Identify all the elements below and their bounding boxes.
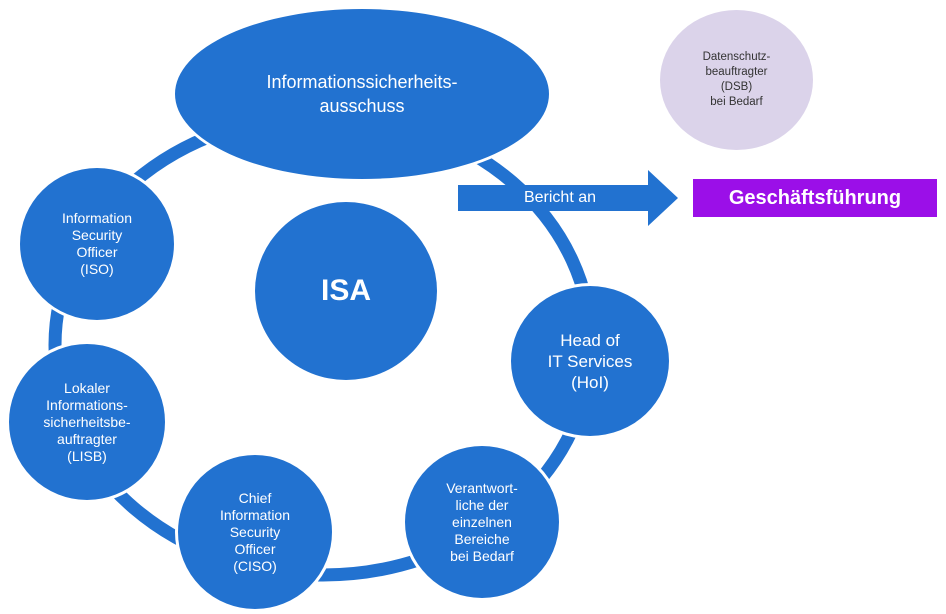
ciso-node: Chief Information Security Officer (CISO… <box>175 452 335 612</box>
committee-label-line-2: ausschuss <box>319 96 405 116</box>
iso-node: Information Security Officer (ISO) <box>17 165 177 323</box>
hoi-label-line-1: Head of <box>560 330 620 350</box>
isa-label: ISA <box>320 274 371 307</box>
hoi-label-line-3: (HoI) <box>571 372 609 392</box>
ciso-label-line-5: (CISO) <box>233 557 277 574</box>
lisb-label-line-1: Lokaler <box>64 379 110 396</box>
report-arrow <box>458 170 678 226</box>
ciso-label-line-4: Officer <box>234 540 276 557</box>
lisb-label-line-4: auftragter <box>57 430 117 447</box>
management-box: Geschäftsführung <box>693 179 937 217</box>
hoi-label-line-2: IT Services <box>547 351 633 371</box>
committee-node: Informationssicherheits- ausschuss <box>172 6 552 182</box>
lisb-label-line-2: Informations- <box>46 396 128 413</box>
lisb-node: Lokaler Informations- sicherheitsbe- auf… <box>6 341 168 503</box>
iso-label-line-3: Officer <box>76 244 118 260</box>
management-label: Geschäftsführung <box>728 186 902 209</box>
ciso-label-line-3: Security <box>229 523 281 540</box>
iso-label-line-2: Security <box>71 227 123 243</box>
dsb-label-line-2: beauftragter <box>705 66 768 78</box>
ciso-label-line-1: Chief <box>238 489 272 506</box>
verantwortliche-label-line-4: Bereiche <box>454 530 510 547</box>
report-arrow-label: Bericht an <box>523 189 597 206</box>
dsb-label-line-3: (DSB) <box>720 81 753 93</box>
iso-label-line-4: (ISO) <box>80 261 114 277</box>
verantwortliche-node: Verantwort- liche der einzelnen Bereiche… <box>402 443 562 601</box>
iso-label-line-1: Information <box>61 210 133 226</box>
lisb-label-line-3: sicherheitsbe- <box>43 413 131 430</box>
verantwortliche-label-line-1: Verantwort- <box>446 479 518 496</box>
verantwortliche-label-line-5: bei Bedarf <box>450 547 514 564</box>
dsb-node: Datenschutz- beauftragter (DSB) bei Beda… <box>660 10 813 150</box>
hoi-node: Head of IT Services (HoI) <box>508 283 672 439</box>
committee-label-line-1: Informationssicherheits- <box>266 72 458 92</box>
dsb-label-line-1: Datenschutz- <box>702 51 771 63</box>
dsb-label-line-4: bei Bedarf <box>710 96 763 108</box>
ciso-label-line-2: Information <box>219 506 291 523</box>
lisb-label-line-5: (LISB) <box>67 447 107 464</box>
verantwortliche-label-line-3: einzelnen <box>452 513 512 530</box>
verantwortliche-label-line-2: liche der <box>455 496 509 513</box>
isa-center-node: ISA <box>255 202 437 380</box>
